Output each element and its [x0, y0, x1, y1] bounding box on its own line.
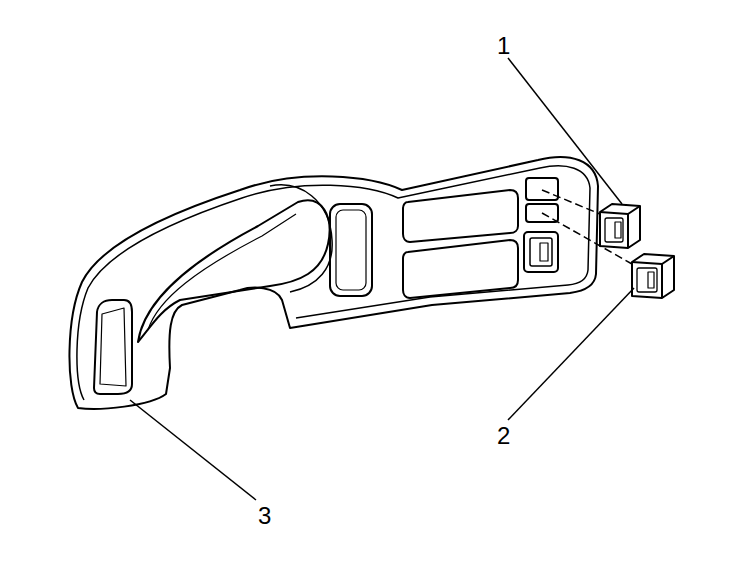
install-line	[542, 213, 632, 264]
vent-opening-inner	[100, 308, 126, 386]
cluster-hood	[270, 185, 332, 292]
slot-opening	[330, 204, 372, 296]
install-line	[542, 190, 600, 214]
radio-opening	[403, 190, 518, 242]
installed-switch	[530, 238, 552, 266]
leader-line	[508, 58, 622, 204]
slot-opening-inner	[336, 210, 366, 290]
callout-number: 1	[497, 34, 510, 58]
bezel-inner-edge	[77, 166, 590, 400]
callout-number: 2	[497, 424, 510, 448]
vent-opening	[94, 300, 132, 394]
switch-opening	[526, 178, 558, 200]
callout-number: 3	[258, 504, 271, 528]
switch-part	[632, 254, 674, 298]
leader-line	[508, 288, 634, 420]
radio-opening	[403, 240, 518, 298]
cluster-opening-inner	[148, 214, 296, 330]
instrument-panel-bezel	[69, 157, 598, 409]
leader-line	[130, 400, 256, 500]
cluster-opening	[138, 200, 330, 342]
switch-part	[600, 204, 640, 248]
switch-opening	[524, 232, 558, 272]
installed-switch-rocker	[540, 243, 548, 261]
